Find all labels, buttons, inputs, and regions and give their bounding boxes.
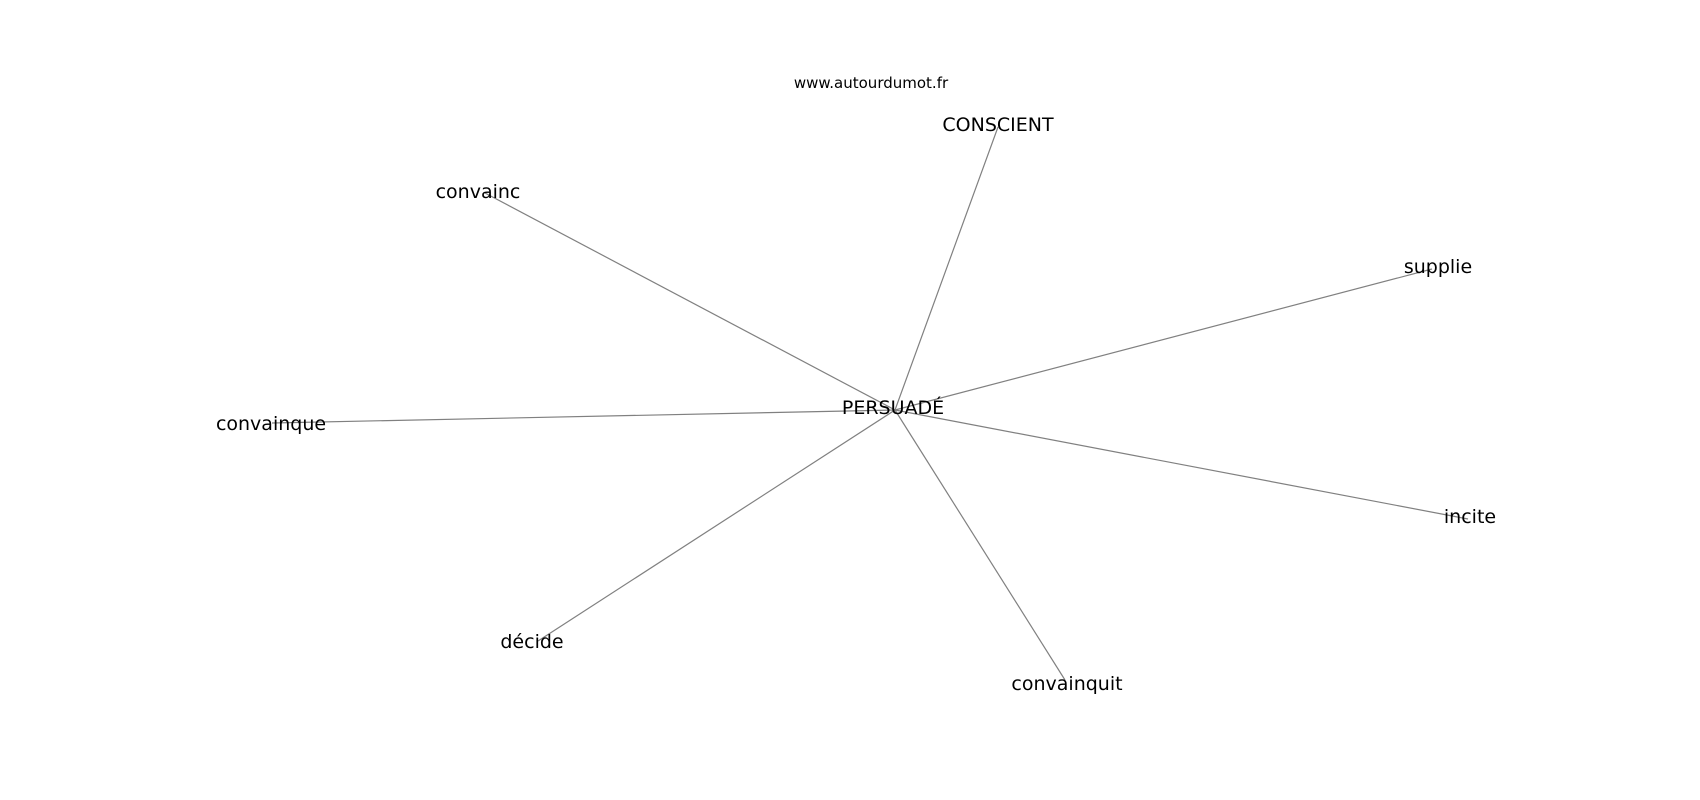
nodes-layer: PERSUADÉ CONSCIENT convainc supplie convainq… bbox=[216, 114, 1496, 695]
edge-convainquit bbox=[894, 409, 1066, 681]
site-watermark: www.autourdumot.fr bbox=[794, 74, 949, 92]
edge-supplie bbox=[894, 268, 1433, 411]
node-incite[interactable]: incite bbox=[1444, 506, 1496, 528]
edges-layer bbox=[271, 126, 1469, 681]
node-conscient[interactable]: CONSCIENT bbox=[942, 114, 1054, 136]
edge-incite bbox=[894, 409, 1469, 520]
node-decide[interactable]: décide bbox=[500, 631, 563, 653]
node-center-persuade[interactable]: PERSUADÉ bbox=[842, 396, 944, 419]
edge-conscient bbox=[894, 126, 999, 411]
node-convainque[interactable]: convainque bbox=[216, 413, 326, 435]
node-supplie[interactable]: supplie bbox=[1404, 256, 1472, 278]
node-convainquit[interactable]: convainquit bbox=[1011, 673, 1122, 695]
edge-decide bbox=[537, 409, 896, 642]
node-convainc[interactable]: convainc bbox=[436, 181, 521, 203]
edge-convainc bbox=[484, 192, 896, 411]
edge-convainque bbox=[271, 409, 896, 424]
